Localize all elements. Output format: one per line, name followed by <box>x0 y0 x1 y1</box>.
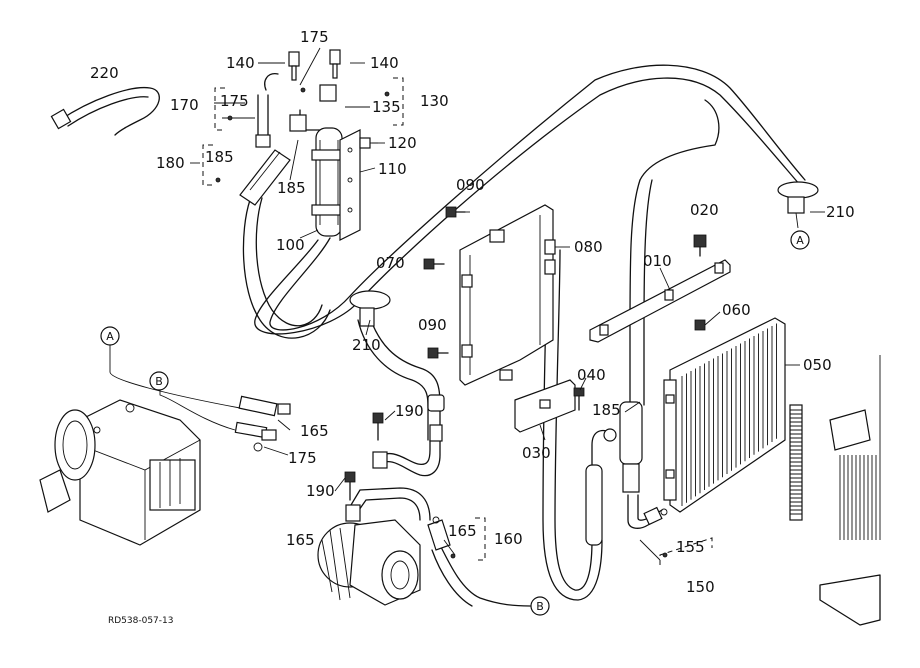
label-140-a: 140 <box>226 54 255 72</box>
suction-fitting <box>344 412 388 522</box>
bolt-090-bottom <box>427 347 449 359</box>
label-160: 160 <box>494 530 523 548</box>
marker-b-left-text: B <box>155 375 163 388</box>
label-080: 080 <box>574 238 603 256</box>
label-050: 050 <box>803 356 832 374</box>
pipe-condenser-outlet <box>627 494 661 529</box>
part-labels: 220 170 175 140 175 140 135 130 120 110 … <box>90 28 855 596</box>
marker-a-right: A <box>790 230 810 250</box>
label-090-b: 090 <box>418 316 447 334</box>
nut-060 <box>694 319 706 331</box>
clamp-220 <box>50 86 160 136</box>
label-070: 070 <box>376 254 405 272</box>
label-190-a: 190 <box>395 402 424 420</box>
label-020: 020 <box>690 201 719 219</box>
pipe-vertical-right-b <box>643 179 653 406</box>
label-060: 060 <box>722 301 751 319</box>
hose-to-b-b <box>431 549 473 607</box>
fitting-155 <box>643 506 668 526</box>
label-180: 180 <box>156 154 185 172</box>
label-140-b: 140 <box>370 54 399 72</box>
label-010: 010 <box>643 252 672 270</box>
hose-left-drop-b <box>255 197 323 327</box>
label-210-a: 210 <box>352 336 381 354</box>
hose-sleeve-165 <box>427 516 451 551</box>
bracket-080 <box>459 204 556 386</box>
label-155: 155 <box>676 538 705 556</box>
group-bracket-185-left <box>202 144 213 186</box>
label-135: 135 <box>372 98 401 116</box>
label-175-c: 175 <box>288 449 317 467</box>
label-210-b: 210 <box>826 203 855 221</box>
hose-left-drop <box>242 199 331 339</box>
pipe-vertical-right <box>629 179 641 406</box>
line-a-left <box>109 345 241 409</box>
label-110: 110 <box>378 160 407 178</box>
bracket-030 <box>514 379 576 433</box>
label-170: 170 <box>170 96 199 114</box>
pipe-suction-b <box>377 439 431 466</box>
label-130: 130 <box>420 92 449 110</box>
clamp-210-left <box>349 290 391 327</box>
label-175-a: 175 <box>220 92 249 110</box>
compressor-left <box>39 399 201 546</box>
fittings-165-left <box>234 395 291 452</box>
group-bracket-160 <box>475 517 486 561</box>
radiator-right <box>789 355 881 626</box>
pipe-compressor-discharge <box>347 487 431 521</box>
pipe-compressor-discharge-b <box>351 497 421 521</box>
rail-010 <box>589 259 731 343</box>
marker-a-right-text: A <box>796 234 804 247</box>
label-185-b: 185 <box>277 179 306 197</box>
label-165-a: 165 <box>300 422 329 440</box>
label-040: 040 <box>577 366 606 384</box>
hose-upper-loop-outer <box>269 64 806 331</box>
marker-b-bottom-text: B <box>536 600 544 613</box>
valve-cluster-top <box>255 49 341 148</box>
label-175-b: 175 <box>300 28 329 46</box>
hose-to-b <box>439 544 531 607</box>
hose-sleeve-185 <box>239 149 291 206</box>
group-bracket-175 <box>214 87 225 131</box>
bolt-020 <box>693 234 707 257</box>
line-b-left <box>159 388 236 431</box>
label-030: 030 <box>522 444 551 462</box>
label-165-c: 165 <box>448 522 477 540</box>
label-090-a: 090 <box>456 176 485 194</box>
bolt-070 <box>423 258 445 270</box>
label-185-a: 185 <box>205 148 234 166</box>
group-bracket-150 <box>659 537 713 565</box>
marker-b-left: B <box>149 371 169 391</box>
drawing-code: RD538-057-13 <box>108 616 174 626</box>
label-220: 220 <box>90 64 119 82</box>
condenser <box>663 317 786 513</box>
receiver-drier <box>311 127 361 241</box>
label-100: 100 <box>276 236 305 254</box>
group-bracket-130 <box>393 77 404 126</box>
marker-b-bottom: B <box>530 596 550 616</box>
group-dots <box>215 87 668 559</box>
pipe-top-connect <box>639 99 720 181</box>
label-190-b: 190 <box>306 482 335 500</box>
marker-a-left-text: A <box>106 330 114 343</box>
label-150: 150 <box>686 578 715 596</box>
label-120: 120 <box>388 134 417 152</box>
hose-lower-loop <box>554 249 593 591</box>
pipe-suction <box>377 439 441 477</box>
bolt-040 <box>573 387 585 411</box>
compressor-center <box>317 519 421 606</box>
leader-lines <box>190 47 825 607</box>
clamp-210-right <box>777 181 819 229</box>
drier-column <box>585 401 643 546</box>
marker-a-left: A <box>100 326 120 346</box>
fitting-mid-top <box>427 394 445 442</box>
label-165-b: 165 <box>286 531 315 549</box>
label-185-c: 185 <box>592 401 621 419</box>
